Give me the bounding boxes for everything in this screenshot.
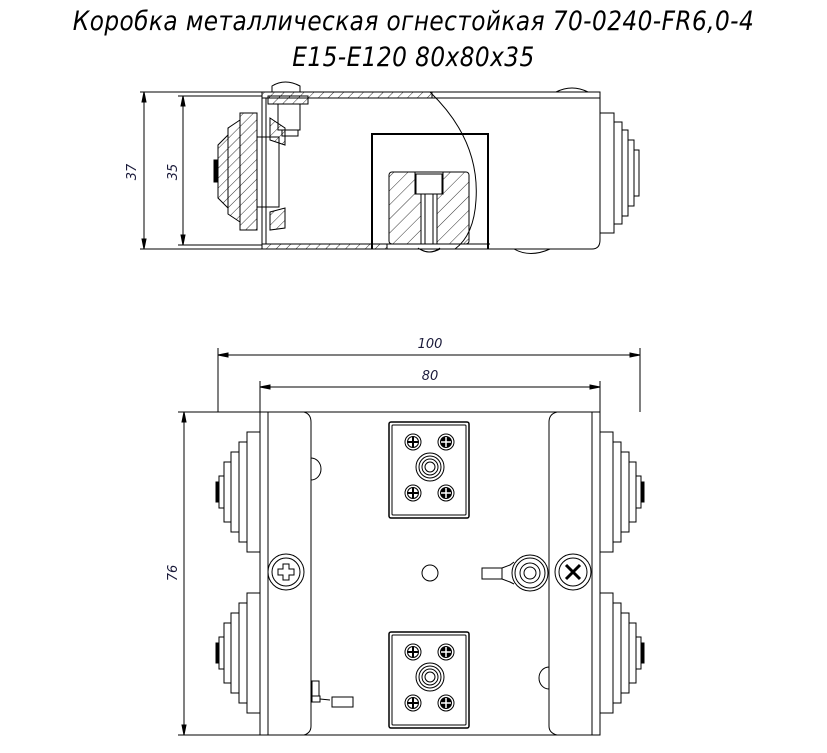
- dimension-35-label: 35: [166, 164, 181, 181]
- terminal-screw: [437, 484, 455, 502]
- lid-screw-left: [267, 553, 305, 591]
- cable-gland-left-section: [213, 112, 286, 231]
- lid-rail-left: [268, 411, 312, 736]
- terminal-block-bottom: [388, 631, 470, 729]
- cable-gland-left-bottom: [215, 592, 261, 714]
- dimension-80: 80: [259, 369, 601, 412]
- drawing-title-line-1: Коробка металлическая огнестойкая 70-024…: [72, 6, 755, 37]
- ground-terminal: [481, 554, 549, 592]
- cable-gland-right: [599, 112, 640, 234]
- terminal-screw: [437, 643, 455, 661]
- terminal-screw: [404, 433, 422, 451]
- box-body-plan: [259, 411, 601, 736]
- dimension-35: 35: [166, 95, 262, 246]
- terminal-screw: [404, 643, 422, 661]
- terminal-screw: [404, 694, 422, 712]
- dimension-100: 100: [217, 337, 641, 412]
- dimension-37: 37: [125, 91, 262, 250]
- cable-gland-right-bottom: [599, 592, 645, 714]
- side-view: 37 35: [125, 81, 640, 254]
- cable-gland-right-top: [599, 431, 645, 553]
- dimension-80-label: 80: [422, 369, 439, 384]
- foot-top-right: [555, 87, 589, 93]
- ground-lug-small: [311, 680, 354, 708]
- plan-view: 100 80 76: [166, 337, 645, 736]
- dimension-37-label: 37: [125, 163, 140, 180]
- mount-hole-bottom-right: [538, 666, 550, 690]
- dimension-100-label: 100: [418, 337, 443, 352]
- terminal-block-top: [388, 421, 470, 519]
- cable-gland-left-top: [215, 431, 261, 553]
- bottom-wall-section: [261, 243, 388, 250]
- center-hole: [421, 564, 439, 582]
- terminal-screw: [404, 484, 422, 502]
- drawing-title-line-2: E15-E120 80x80x35: [292, 42, 535, 73]
- center-stud: [415, 662, 445, 692]
- terminal-screw: [437, 433, 455, 451]
- lid-screw: [267, 81, 309, 137]
- lid-screw-right: [554, 553, 592, 591]
- mount-hole-top-left: [310, 457, 322, 481]
- center-stud: [415, 452, 445, 482]
- dimension-76: 76: [166, 411, 260, 736]
- foot-right: [513, 248, 551, 254]
- lid-rail-right: [548, 411, 592, 736]
- terminal-block-section: [371, 133, 489, 253]
- dimension-76-label: 76: [166, 565, 181, 582]
- box-body-outline: [262, 91, 601, 250]
- terminal-screw: [437, 694, 455, 712]
